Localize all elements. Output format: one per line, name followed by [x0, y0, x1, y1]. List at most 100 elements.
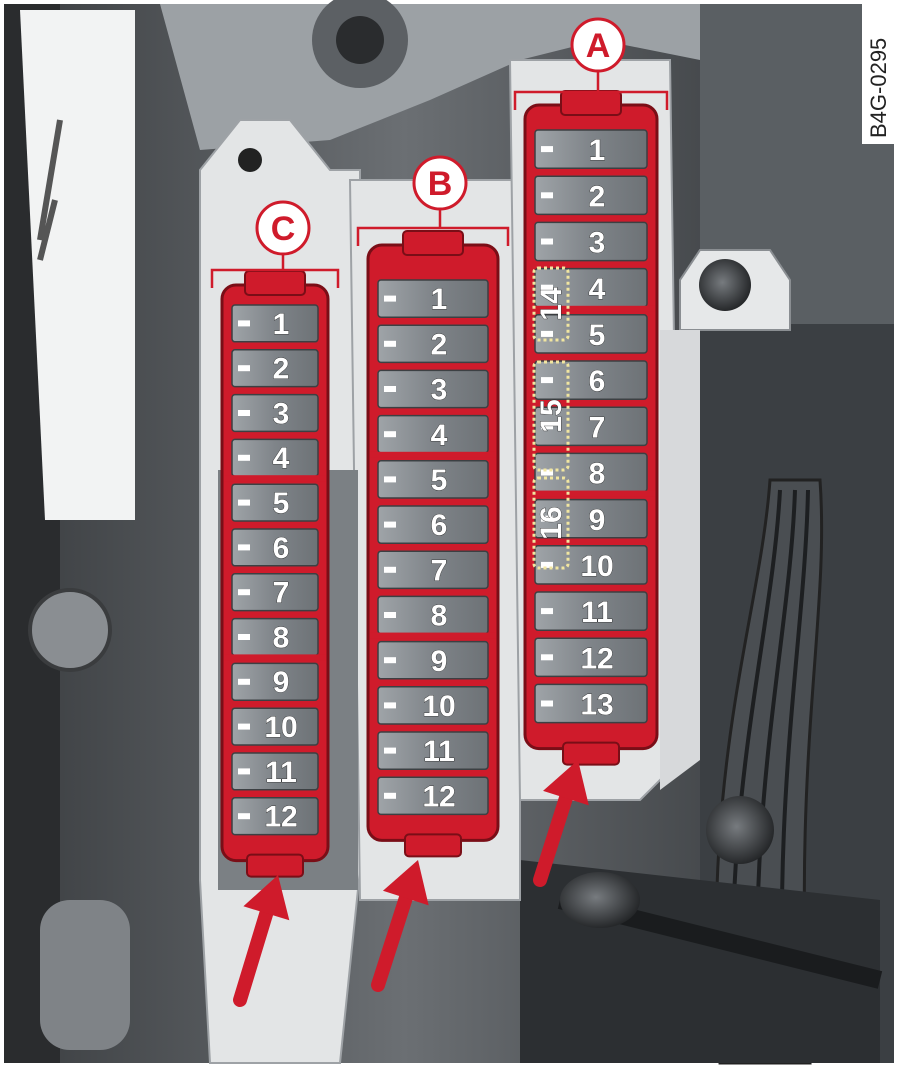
fuse-body — [377, 776, 489, 816]
fuse-contact — [384, 612, 396, 618]
arrow-head — [382, 860, 429, 906]
fuse-body — [231, 707, 319, 746]
fuse-contact — [384, 747, 396, 754]
group-divider — [527, 305, 655, 312]
arrow-icon — [371, 860, 429, 992]
fuse-c-7: 7 — [231, 573, 319, 612]
arrow-icon — [233, 875, 290, 1007]
fuse-contact — [384, 657, 396, 664]
fuse-contact — [384, 431, 396, 438]
fuse-contact — [238, 768, 250, 775]
arrow-head — [543, 760, 589, 806]
panel-top-tab — [244, 270, 306, 296]
fuse-body — [377, 686, 489, 725]
fuse-body — [534, 129, 648, 169]
fuse-contact — [541, 146, 553, 153]
fuse-body — [377, 460, 489, 499]
left-lower-part — [40, 900, 130, 1050]
fuse-number: 6 — [431, 509, 448, 542]
fuse-body — [231, 797, 319, 836]
fuse-body — [231, 662, 319, 701]
callout-circle — [570, 17, 626, 73]
fuse-contact — [384, 476, 396, 483]
fuse-c-6: 6 — [231, 528, 319, 567]
fuse-number: 1 — [273, 308, 290, 341]
fuse-number: 10 — [264, 711, 297, 744]
fuse-contact — [238, 544, 250, 551]
fuse-body — [377, 324, 489, 364]
fuse-number: 13 — [580, 689, 613, 722]
callout-circle — [255, 200, 311, 256]
fuse-number: 5 — [589, 319, 606, 352]
arrow-shaft — [233, 906, 274, 1007]
fuse-b-11: 11 — [377, 731, 489, 770]
fuse-contact — [541, 561, 553, 568]
fuse-body — [231, 528, 319, 567]
fuse-contact — [384, 566, 396, 573]
fuse-number: 8 — [431, 600, 448, 633]
fuse-c-3: 3 — [231, 393, 319, 433]
fuse-contact — [541, 700, 553, 707]
group-divider — [370, 451, 496, 458]
cable-clip — [706, 796, 774, 864]
fuse-contact — [238, 454, 250, 461]
wide-fuse-number: 15 — [535, 399, 568, 432]
fuse-b-12: 12 — [377, 776, 489, 816]
fuse-panels: 123456789101112C123456789101112B12345678… — [210, 17, 669, 878]
fuse-b-6: 6 — [377, 505, 489, 544]
round-clip-knob — [699, 259, 751, 311]
group-divider — [224, 654, 326, 661]
fuse-contact — [541, 284, 553, 291]
fuse-body — [231, 483, 319, 522]
fuse-b-10: 10 — [377, 686, 489, 725]
fuse-body — [231, 393, 319, 433]
fuse-contact — [238, 723, 250, 730]
fuse-number: 12 — [422, 780, 455, 813]
fuse-number: 2 — [589, 180, 606, 213]
fuse-contact — [541, 377, 553, 384]
fuse-contact — [541, 654, 553, 661]
fuse-body — [534, 637, 648, 678]
fuse-contact — [541, 238, 553, 245]
fuse-body — [377, 369, 489, 409]
fuse-c-9: 9 — [231, 662, 319, 701]
fuse-contact — [384, 792, 396, 799]
panel-label-c: C — [271, 210, 296, 248]
fuse-a-9: 9 — [534, 498, 648, 539]
fuse-c-4: 4 — [231, 438, 319, 477]
fuse-b-9: 9 — [377, 640, 489, 680]
fuse-number: 9 — [589, 504, 606, 537]
wide-fuse-15: 15 — [532, 360, 570, 472]
wide-fuse-16: 16 — [532, 476, 570, 570]
arrows — [233, 760, 589, 1007]
callout-bracket — [513, 90, 669, 110]
fuse-body — [534, 591, 648, 631]
fuse-body — [377, 505, 489, 544]
fuse-number: 1 — [589, 134, 606, 167]
fuse-contact — [238, 589, 250, 596]
fuse-number: 10 — [422, 690, 455, 723]
fuse-body — [534, 360, 648, 400]
fuse-contact — [541, 515, 553, 522]
arrow-icon — [533, 760, 589, 887]
fuse-c-1: 1 — [231, 304, 319, 343]
fuse-number: 7 — [273, 577, 290, 610]
fuse-number: 8 — [589, 458, 606, 491]
fuse-body — [377, 640, 489, 680]
fuse-contact — [238, 410, 250, 416]
fuse-b-3: 3 — [377, 369, 489, 409]
fuse-body — [231, 752, 319, 791]
fuse-contact — [238, 813, 250, 820]
wide-fuse-14: 14 — [532, 266, 570, 342]
upper-housing — [160, 4, 700, 150]
panel-top-tab — [560, 90, 622, 116]
fuse-number: 3 — [273, 397, 290, 430]
left-clip-lines — [37, 119, 63, 261]
fuse-number: 11 — [423, 735, 455, 768]
fuse-a-13: 13 — [534, 683, 648, 724]
fuse-number: 10 — [580, 550, 613, 583]
fuse-contact — [238, 678, 250, 685]
fuse-contact — [384, 340, 396, 347]
